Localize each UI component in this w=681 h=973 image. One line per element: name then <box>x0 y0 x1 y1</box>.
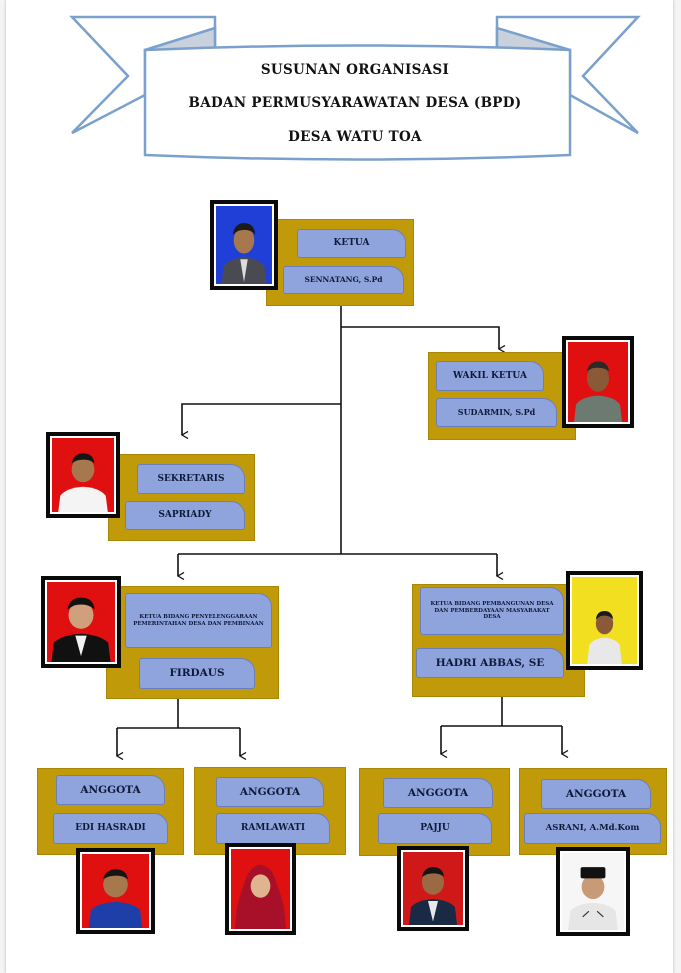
kabid1-role: KETUA BIDANG PENYELENGGARAAN PEMERINTAHA… <box>125 593 272 648</box>
kabid1-name: FIRDAUS <box>139 658 255 689</box>
anggota2-role: ANGGOTA <box>216 777 324 807</box>
anggota4-name: ASRANI, A.Md.Kom <box>524 813 661 844</box>
title-line-2: BADAN PERMUSYARAWATAN DESA (BPD) <box>188 95 522 111</box>
title-banner <box>69 15 641 161</box>
kabid2-photo <box>566 571 643 670</box>
ketua-name: SENNATANG, S.Pd <box>283 266 404 294</box>
wakil-photo <box>562 336 634 428</box>
anggota1-role: ANGGOTA <box>56 775 165 805</box>
anggota3-role: ANGGOTA <box>383 778 493 808</box>
sekretaris-name: SAPRIADY <box>125 501 245 530</box>
portrait-icon <box>566 340 630 424</box>
sekretaris-photo <box>46 432 120 518</box>
portrait-icon <box>229 847 292 931</box>
anggota2-name: RAMLAWATI <box>216 813 330 844</box>
portrait-icon <box>570 575 639 666</box>
title-line-3: DESA WATU TOA <box>288 129 422 145</box>
anggota1-photo <box>76 848 155 934</box>
wakil-name: SUDARMIN, S.Pd <box>436 398 557 427</box>
portrait-icon <box>214 204 274 286</box>
title-line-1: SUSUNAN ORGANISASI <box>260 62 450 78</box>
anggota2-photo <box>225 843 296 935</box>
anggota4-photo <box>556 847 630 936</box>
kabid2-role: KETUA BIDANG PEMBANGUNAN DESA DAN PEMBER… <box>420 587 564 635</box>
anggota3-name: PAJJU <box>378 813 492 844</box>
kabid2-name: HADRI ABBAS, SE <box>416 648 564 678</box>
anggota1-name: EDI HASRADI <box>53 813 168 844</box>
portrait-icon <box>560 851 626 932</box>
portrait-icon <box>50 436 116 514</box>
wakil-role: WAKIL KETUA <box>436 361 544 391</box>
anggota4-role: ANGGOTA <box>541 779 651 809</box>
sekretaris-role: SEKRETARIS <box>137 464 245 494</box>
portrait-icon <box>401 850 465 927</box>
anggota3-photo <box>397 846 469 931</box>
ketua-role: KETUA <box>297 229 406 258</box>
kabid1-photo <box>41 576 121 668</box>
ketua-photo <box>210 200 278 290</box>
portrait-icon <box>80 852 151 930</box>
portrait-icon <box>45 580 117 664</box>
